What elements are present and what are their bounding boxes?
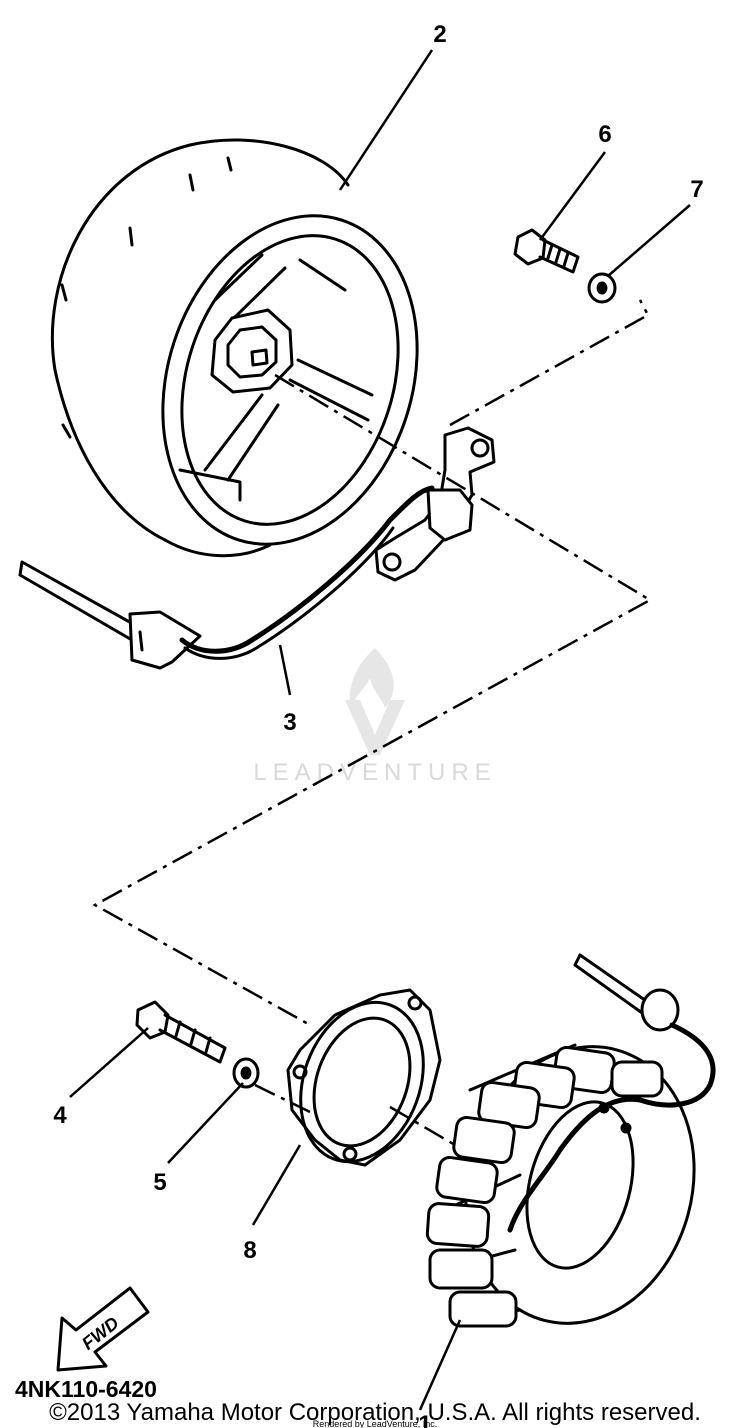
stator-bolt xyxy=(135,1000,227,1064)
pickup-coil xyxy=(18,426,496,670)
flywheel-rotor xyxy=(50,138,419,558)
stator-plate-gasket xyxy=(286,988,442,1167)
rendered-by: Rendered by LeadVenture, Inc. xyxy=(313,1419,438,1428)
callout-3: 3 xyxy=(283,709,296,736)
callout-6: 6 xyxy=(598,121,611,148)
fwd-arrow-icon xyxy=(56,1286,150,1372)
stator-coil-assembly xyxy=(425,953,716,1328)
diagram-number: 4NK110-6420 xyxy=(15,1376,157,1402)
callout-1: 1 xyxy=(418,1411,431,1428)
stator-washer xyxy=(232,1057,260,1089)
copyright-notice: ©2013 Yamaha Motor Corporation, U.S.A. A… xyxy=(49,1399,701,1426)
v-logo-icon xyxy=(345,700,405,755)
fwd-arrow: FWD xyxy=(56,1286,150,1372)
flame-logo-icon xyxy=(349,648,394,712)
callout-8: 8 xyxy=(243,1237,256,1264)
callout-4: 4 xyxy=(53,1102,67,1129)
watermark: LEADVENTURE xyxy=(253,648,496,786)
callouts: 2 6 7 3 4 5 8 1 xyxy=(53,21,703,1428)
pickup-bolt xyxy=(513,228,580,274)
pickup-washer xyxy=(587,272,617,304)
callout-5: 5 xyxy=(153,1169,166,1196)
callout-2: 2 xyxy=(433,21,446,48)
leader-lines xyxy=(69,49,691,1411)
watermark-text: LEADVENTURE xyxy=(253,759,496,786)
assembly-lines xyxy=(92,299,653,1147)
callout-7: 7 xyxy=(690,176,703,203)
